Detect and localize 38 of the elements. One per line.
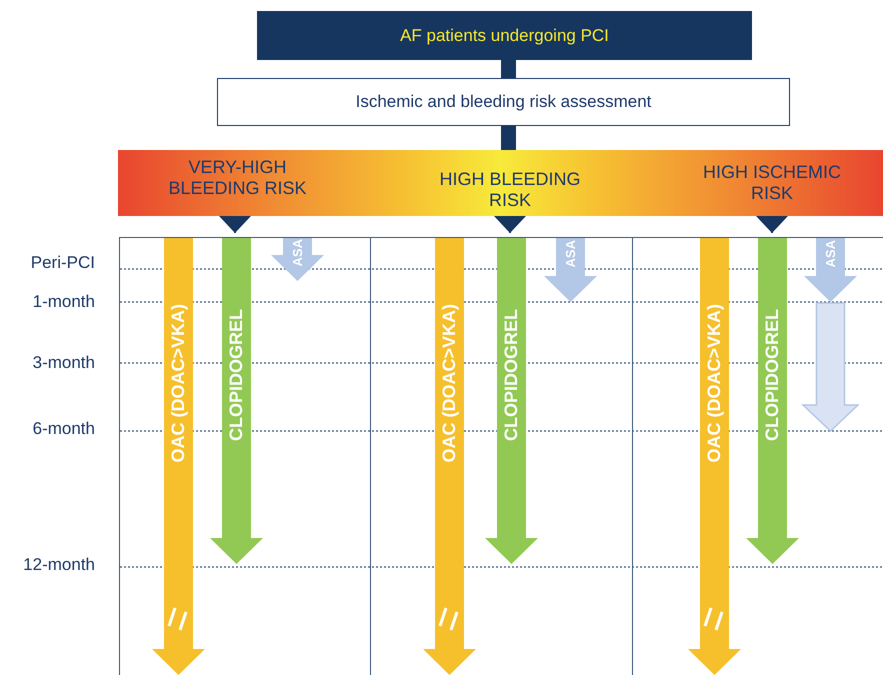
drug-timeline-bar <box>688 238 741 675</box>
drug-timeline-bar <box>544 238 597 302</box>
connector-bar <box>501 60 516 78</box>
time-label: 1-month <box>32 291 95 313</box>
drug-timeline-bar <box>423 238 476 675</box>
timeline-column <box>632 237 883 675</box>
start-box: AF patients undergoing PCI <box>257 11 752 60</box>
connector-bar <box>501 126 516 150</box>
drug-timeline-bar <box>210 238 263 564</box>
drug-timeline-bar <box>152 238 205 675</box>
drug-label: ASA <box>562 240 579 268</box>
drug-label: CLOPIDOGREL <box>500 309 522 442</box>
drug-timeline-bar <box>485 238 538 564</box>
drug-label: ASA <box>288 239 306 266</box>
process-box: Ischemic and bleeding risk assessment <box>217 78 790 126</box>
time-label: 6-month <box>32 418 95 440</box>
drug-timeline-bar <box>804 238 857 302</box>
drug-timeline-bar <box>271 238 324 281</box>
optional-extension-bar <box>803 303 858 431</box>
pointer-arrow <box>756 216 788 233</box>
pointer-arrow <box>494 216 526 233</box>
timeline-column <box>370 237 632 675</box>
drug-label: OAC (DOAC>VKA) <box>438 304 460 463</box>
risk-category: HIGH BLEEDING RISK <box>425 150 595 216</box>
drug-timeline-bar <box>746 238 799 564</box>
pointer-arrow <box>219 216 251 233</box>
risk-category: VERY-HIGH BLEEDING RISK <box>155 150 320 216</box>
drug-label: ASA <box>822 240 839 268</box>
timeline-column <box>119 237 370 675</box>
risk-gradient-band <box>118 150 883 216</box>
time-label: 12-month <box>23 554 95 576</box>
drug-label: OAC (DOAC>VKA) <box>167 304 189 463</box>
drug-label: CLOPIDOGREL <box>761 309 783 442</box>
drug-label: OAC (DOAC>VKA) <box>703 304 725 463</box>
risk-category: HIGH ISCHEMIC RISK <box>687 150 857 216</box>
drug-label: CLOPIDOGREL <box>225 309 247 442</box>
time-label: Peri-PCI <box>30 252 95 274</box>
time-label: 3-month <box>32 352 95 374</box>
